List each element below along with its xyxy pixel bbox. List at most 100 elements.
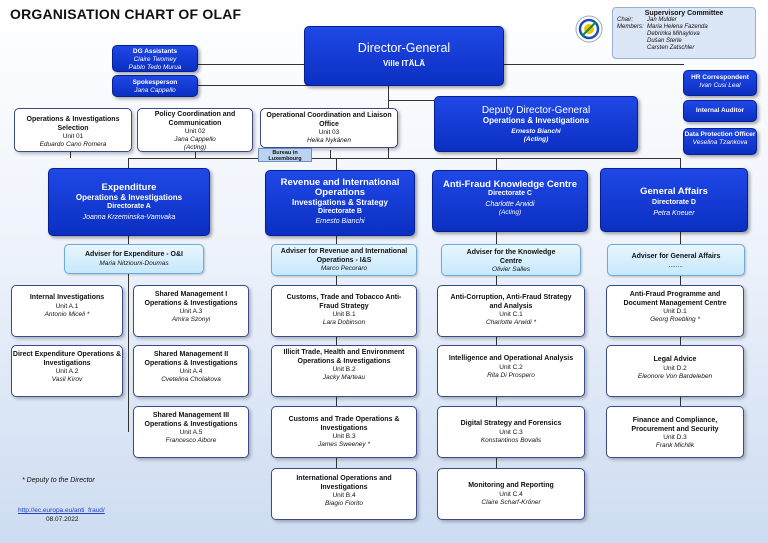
unit-note: (Acting) <box>183 144 207 151</box>
deputy-title: Deputy Director-General <box>481 105 591 116</box>
deputy-note: (Acting) <box>523 136 549 143</box>
adviser-title: Adviser for the Knowledge Centre <box>466 249 556 265</box>
member-name: Dušan Sterle <box>647 38 682 44</box>
connector <box>388 100 434 101</box>
directorate-head: Charlotte Arwidi <box>485 200 535 208</box>
unit-head: Jana Cappello <box>174 136 216 143</box>
directorate-title: Anti-Fraud Knowledge Centre <box>442 179 578 190</box>
directorate-label: Directorate D <box>652 199 696 206</box>
unit-number: Unit C.2 <box>499 363 523 371</box>
olaf-website-link[interactable]: http://ec.europa.eu/anti_fraud/ <box>18 507 105 514</box>
directorate-label: Directorate A <box>107 202 151 210</box>
adviser-title: Adviser for Revenue and International Op… <box>280 248 408 264</box>
adviser-title: Adviser for General Affairs <box>631 253 721 260</box>
directorate-a-box: Expenditure Operations & Investigations … <box>48 168 210 236</box>
unit-title: Legal Advice <box>653 356 697 363</box>
dpo-title: Data Protection Officer <box>684 131 756 138</box>
directorate-note: (Acting) <box>498 209 522 216</box>
directorate-label: Directorate B <box>318 207 362 215</box>
dg-assistant-name: Pablo Tedo Murua <box>128 64 182 71</box>
unit-03-box: Operational Coordination and Liaison Off… <box>260 108 398 148</box>
unit-number: Unit D.1 <box>663 308 687 315</box>
unit-number: Unit 03 <box>318 129 340 136</box>
internal-auditor-box: Internal Auditor <box>683 100 757 122</box>
member-name: Debrinka Mihaylova <box>647 31 700 37</box>
unit-title: Anti-Corruption, Anti-Fraud Strategy and… <box>450 294 572 310</box>
adviser-name: ........ <box>668 261 684 269</box>
unit-head: James Sweeney * <box>317 441 371 448</box>
deputy-subtitle: Operations & Investigations <box>482 116 590 125</box>
dg-assistant-name: Claire Twomey <box>133 56 177 63</box>
directorate-head: Petra Kneuer <box>653 209 695 217</box>
directorate-subtitle: Investigations & Strategy <box>291 198 389 207</box>
unit-c2-box: Intelligence and Operational Analysis Un… <box>437 345 585 397</box>
unit-head: Vasil Kirov <box>51 376 83 383</box>
unit-number: Unit B.4 <box>332 492 356 499</box>
spokesperson-name: Jana Cappello <box>134 87 176 94</box>
unit-c3-box: Digital Strategy and Forensics Unit C.3 … <box>437 406 585 458</box>
unit-number: Unit 01 <box>62 133 84 140</box>
unit-title: Operational Coordination and Liaison Off… <box>266 112 392 128</box>
unit-head: Eleonore Von Bardeleben <box>637 372 713 380</box>
unit-head: Rita Di Prospero <box>487 371 535 379</box>
unit-c4-box: Monitoring and Reporting Unit C.4 Claire… <box>437 468 585 520</box>
directorate-title: Revenue and International Operations <box>280 177 400 198</box>
unit-number: Unit A.4 <box>179 368 203 375</box>
connector <box>504 64 684 65</box>
hr-correspondent-box: HR Correspondent Ivan Cusi Leal <box>683 70 757 96</box>
unit-head: Georg Roebling * <box>650 316 700 323</box>
supervisory-title: Supervisory Committee <box>644 10 724 17</box>
unit-d1-box: Anti-Fraud Programme and Document Manage… <box>606 285 744 337</box>
directorate-label: Directorate C <box>488 190 532 197</box>
directorate-c-box: Anti-Fraud Knowledge Centre Directorate … <box>432 170 588 232</box>
unit-title: Customs, Trade and Tobacco Anti-Fraud St… <box>286 294 402 310</box>
connector <box>172 64 388 65</box>
unit-title: Shared Management II Operations & Invest… <box>144 351 238 367</box>
unit-title: Direct Expenditure Operations & Investig… <box>12 351 122 367</box>
director-general-box: Director-General Ville ITÄLÄ <box>304 26 504 86</box>
unit-number: Unit 02 <box>184 128 206 135</box>
chair-name: Jan Mulder <box>647 17 677 23</box>
unit-title: Finance and Compliance, Procurement and … <box>631 417 719 433</box>
directorate-title: Expenditure <box>101 182 157 193</box>
unit-number: Unit C.1 <box>499 311 523 318</box>
unit-number: Unit B.3 <box>332 433 356 440</box>
connector <box>195 150 196 158</box>
directorate-title: General Affairs <box>640 186 708 197</box>
dpo-name: Veselina Tzankova <box>692 139 748 146</box>
page-title: ORGANISATION CHART OF OLAF <box>10 6 242 22</box>
unit-number: Unit B.1 <box>332 311 356 318</box>
director-general-name: Ville ITÄLÄ <box>382 59 426 68</box>
unit-head: Cvetelina Cholakova <box>161 376 221 383</box>
directorate-head: Ernesto Bianchi <box>315 218 365 225</box>
deputy-director-general-box: Deputy Director-General Operations & Inv… <box>434 96 638 152</box>
unit-number: Unit C.3 <box>499 428 523 436</box>
adviser-name: Marco Pecoraro <box>320 265 368 272</box>
unit-number: Unit D.2 <box>663 364 687 372</box>
olaf-logo <box>574 14 604 44</box>
deputy-footnote: * Deputy to the Director <box>22 477 95 484</box>
unit-head: Biagio Fiorito <box>325 500 363 507</box>
connector <box>70 150 71 158</box>
unit-b1-box: Customs, Trade and Tobacco Anti-Fraud St… <box>271 285 417 337</box>
connector <box>128 158 129 170</box>
spokesperson-box: Spokesperson Jana Cappello <box>112 75 198 97</box>
unit-title: Intelligence and Operational Analysis <box>448 355 574 362</box>
hr-name: Ivan Cusi Leal <box>699 82 741 89</box>
adviser-a-box: Adviser for Expenditure - O&I Maria Nitz… <box>64 244 204 274</box>
directorate-b-box: Revenue and International Operations Inv… <box>265 170 415 236</box>
unit-head: Francesco Albore <box>165 437 217 444</box>
bureau-luxembourg-label: Bureau in Luxembourg <box>258 148 312 162</box>
dpo-box: Data Protection Officer Veselina Tzankov… <box>683 128 757 155</box>
unit-number: Unit A.1 <box>55 302 79 310</box>
unit-title: Digital Strategy and Forensics <box>460 420 562 427</box>
hr-title: HR Correspondent <box>691 74 749 81</box>
connector <box>680 158 681 170</box>
connector <box>496 158 497 170</box>
unit-a1-box: Internal Investigations Unit A.1 Antonio… <box>11 285 123 337</box>
unit-number: Unit A.5 <box>179 429 203 436</box>
unit-head: Amira Szonyi <box>171 316 211 323</box>
unit-02-box: Policy Coordination and Communication Un… <box>137 108 253 152</box>
unit-number: Unit A.3 <box>179 308 203 315</box>
director-general-title: Director-General <box>357 41 451 55</box>
